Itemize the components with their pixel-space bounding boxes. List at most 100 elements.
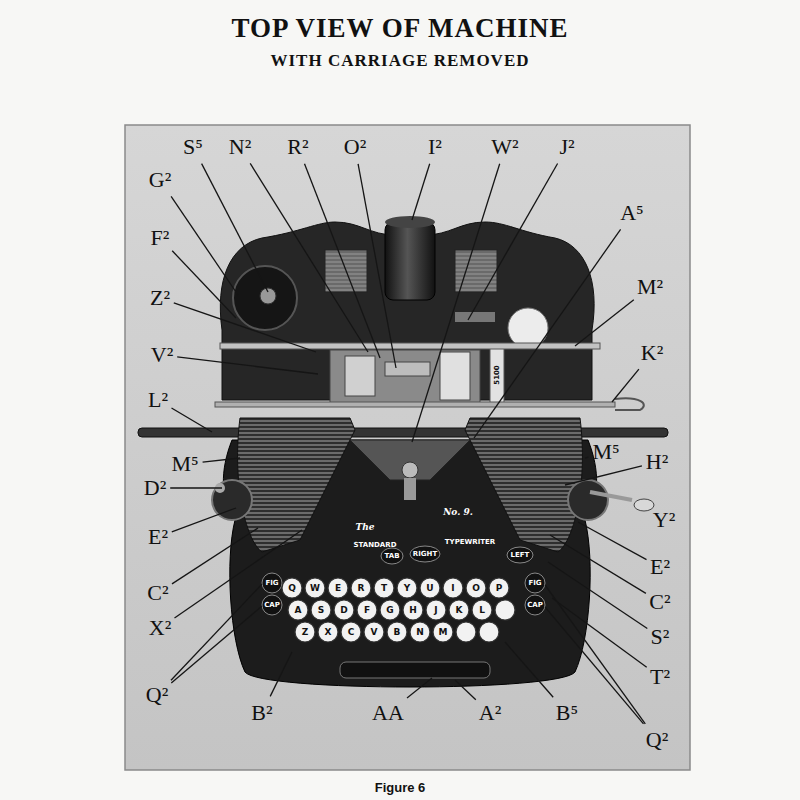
leader-line — [575, 300, 634, 346]
dome-top — [385, 216, 435, 228]
key-letter: W — [310, 583, 320, 593]
callout-label: M² — [637, 274, 663, 300]
side-hub — [568, 480, 608, 520]
typebar-fan — [465, 418, 582, 552]
key-letter: B — [394, 627, 401, 637]
machine-marking: FIG — [528, 579, 541, 587]
leader-line — [578, 522, 647, 560]
tab-key — [381, 548, 403, 564]
key-letter: N — [416, 627, 424, 637]
ribbon-spool — [233, 266, 297, 330]
machine-marking: TYPEWRITER — [445, 538, 495, 546]
leader-line — [172, 408, 213, 432]
callout-label: D² — [144, 475, 166, 501]
leader-line — [177, 357, 318, 374]
callout-label: T² — [650, 664, 670, 690]
leader-line — [250, 163, 368, 352]
leader-line — [412, 164, 430, 220]
key-letter: Y — [404, 583, 411, 593]
leader-line — [174, 303, 316, 352]
key-letter: G — [386, 605, 393, 615]
key-letter: J — [434, 605, 437, 615]
machine-marking: FIG — [265, 579, 278, 587]
crank-arm — [590, 492, 632, 500]
callout-label: AA — [372, 700, 404, 726]
machine-marking: STANDARD — [354, 541, 397, 549]
left-key — [507, 547, 533, 563]
callout-label: M⁵ — [592, 439, 619, 465]
spool-hub — [260, 288, 276, 304]
shift-key — [525, 573, 545, 593]
leader-line — [548, 562, 647, 629]
rod — [220, 343, 600, 349]
leader-line — [202, 164, 268, 292]
escapement — [330, 350, 480, 405]
leader-line — [407, 678, 432, 698]
machine-marking: RIGHT — [413, 550, 437, 558]
callout-label: C² — [147, 580, 168, 606]
bracket — [455, 312, 495, 322]
callout-label: W² — [491, 134, 518, 160]
key-letter: I — [451, 583, 454, 593]
callout-label: A⁵ — [620, 200, 644, 226]
leader-line — [585, 457, 589, 458]
space-bar — [340, 662, 490, 678]
leader-line — [171, 196, 238, 295]
key-letter: D — [340, 605, 347, 615]
leader-line — [505, 642, 553, 697]
key-letter: A — [295, 605, 302, 615]
rod-hook — [615, 398, 644, 410]
leader-line — [455, 680, 476, 700]
leader-line — [358, 164, 396, 368]
callout-label: G² — [149, 167, 171, 193]
leader-line — [612, 369, 639, 402]
guide-post — [404, 478, 416, 500]
leader-line — [474, 229, 621, 438]
part — [345, 356, 375, 396]
callout-label: B² — [251, 700, 272, 726]
key-letter: V — [371, 627, 378, 637]
machine-marking: No. 9. — [443, 507, 473, 517]
shift-key — [525, 595, 545, 615]
part — [440, 352, 470, 400]
side-hub — [212, 480, 252, 520]
leader-line — [170, 487, 222, 488]
callout-label: Q² — [146, 682, 168, 708]
shift-key — [262, 595, 282, 615]
key-letter: Z — [302, 627, 309, 637]
leader-line — [305, 164, 381, 358]
key-letter: Q — [288, 583, 296, 593]
callout-label: Q² — [646, 727, 668, 753]
callout-label: F² — [151, 225, 170, 251]
leader-line — [412, 164, 500, 442]
callout-label: E² — [148, 524, 168, 550]
subtitle: WITH CARRIAGE REMOVED — [270, 51, 529, 71]
crank-handle — [634, 499, 654, 511]
machine-marking: TAB — [385, 552, 400, 560]
leader-line — [468, 164, 558, 321]
callout-label: M⁵ — [171, 451, 198, 477]
leader-line — [565, 466, 642, 485]
key-letter: U — [426, 583, 433, 593]
key-letter: E — [335, 583, 341, 593]
callout-label: Z² — [150, 285, 170, 311]
right-key — [410, 546, 440, 562]
callout-label: J² — [559, 134, 574, 160]
leader-line — [171, 606, 262, 683]
leader-line — [550, 535, 646, 593]
key-letter: H — [409, 605, 417, 615]
shift-key — [262, 573, 282, 593]
machine-marking: CAP — [527, 601, 543, 609]
key-letter: F — [364, 605, 370, 615]
type-guide — [350, 440, 470, 480]
key-letter: T — [381, 583, 387, 593]
machine-marking: LEFT — [511, 551, 530, 559]
keyboard — [282, 578, 515, 642]
callout-label: K² — [641, 340, 663, 366]
callout-label: E² — [650, 554, 670, 580]
key-letter: S — [318, 605, 324, 615]
callout-label: V² — [151, 342, 173, 368]
callout-label: O² — [344, 134, 366, 160]
